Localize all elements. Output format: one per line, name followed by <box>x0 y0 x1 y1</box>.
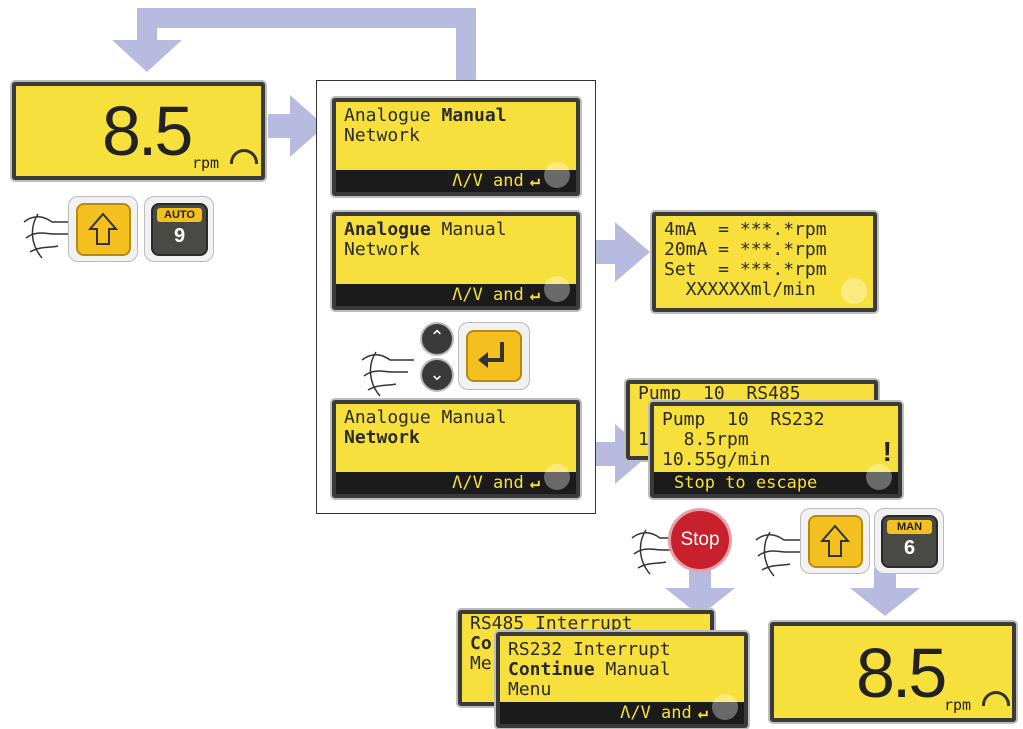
key-halo <box>544 162 570 188</box>
interrupt-nav-hint: Λ/V and <box>620 703 692 723</box>
speed-unit: rpm <box>944 696 972 714</box>
key-halo <box>866 464 892 490</box>
interrupt-continue-selected: Continue <box>508 659 595 680</box>
auto-key-number: 9 <box>173 225 186 247</box>
analogue-settings-screen: 4mA = ***.*rpm 20mA = ***.*rpm Set = ***… <box>652 212 877 312</box>
hand-icon <box>361 351 414 397</box>
menu-nav-hint: Λ/V and <box>452 171 524 191</box>
speed-value: 8.5 <box>856 634 947 712</box>
interrupt-nav-bar: Λ/V and↵ <box>500 702 744 724</box>
network-flow-line: 10.55g/min <box>662 449 771 470</box>
menu-nav-bar: Λ/V and↵ <box>336 170 576 192</box>
up-key-frame <box>68 196 138 262</box>
speed-unit: rpm <box>192 154 220 172</box>
menu-option-network: Network <box>344 125 420 146</box>
key-halo <box>712 694 738 720</box>
stop-key[interactable]: Stop <box>668 508 732 572</box>
hand-icon <box>631 529 684 575</box>
menu-option-manual: Manual <box>430 219 507 240</box>
interrupt-manual-option: Manual <box>594 659 671 680</box>
interrupt-screen-rs232: RS232 Interrupt Continue Manual Menu Λ/V… <box>496 632 748 728</box>
up-key[interactable] <box>76 203 131 256</box>
enter-key[interactable] <box>466 330 522 382</box>
man-key-frame: MAN 6 <box>874 508 944 574</box>
up-arrow-icon <box>87 212 119 245</box>
interrupt-menu-option: Menu <box>508 679 552 700</box>
enter-icon <box>478 342 504 368</box>
enter-icon: ↵ <box>529 473 540 493</box>
menu-nav-hint: Λ/V and <box>452 285 524 305</box>
menu-manual-selected: Analogue Manual Network Λ/V and↵ <box>332 98 580 196</box>
menu-option-network: Network <box>344 239 420 260</box>
rotation-icon <box>230 149 258 164</box>
speed-display-top: 8.5 rpm <box>12 82 265 180</box>
alert-icon: ! <box>882 436 892 467</box>
analogue-20ma-line: 20mA = ***.*rpm <box>664 239 827 260</box>
network-rs232-line: Pump 10 RS232 <box>662 409 825 430</box>
menu-nav-hint: Λ/V and <box>452 473 524 493</box>
man-key[interactable]: MAN 6 <box>881 515 938 568</box>
auto-key-frame: AUTO 9 <box>144 196 214 262</box>
network-rs485-line: Pump 10 RS485 <box>638 383 801 404</box>
speed-value: 8.5 <box>102 92 193 170</box>
rotation-icon <box>982 691 1010 706</box>
network-screen-rs232: Pump 10 RS232 8.5rpm 10.55g/min Stop to … <box>650 402 902 498</box>
menu-options-row: Analogue Manual <box>344 407 507 428</box>
interrupt-rs485-continue: Co <box>470 633 492 654</box>
key-halo <box>544 276 570 302</box>
interrupt-rs485-menu: Me <box>470 653 492 674</box>
menu-nav-bar: Λ/V and↵ <box>336 472 576 494</box>
menu-network-selected: Analogue Manual Network Λ/V and↵ <box>332 400 580 498</box>
network-escape-hint: Stop to escape <box>674 473 818 493</box>
interrupt-rs485-line: RS485 Interrupt <box>470 613 633 634</box>
up-down-keys[interactable]: ⌃ ⌄ <box>420 322 456 394</box>
network-rs485-peek: 1 <box>638 429 649 450</box>
menu-analogue-selected: Analogue Manual Network Λ/V and↵ <box>332 212 580 310</box>
man-key-label: MAN <box>887 520 932 534</box>
up-key[interactable] <box>808 515 863 568</box>
auto-key-label: AUTO <box>157 208 202 222</box>
interrupt-rs232-line: RS232 Interrupt <box>508 639 671 660</box>
speed-display-bottom: 8.5 rpm <box>770 622 1016 722</box>
up-arrow-icon <box>819 524 851 557</box>
down-key-round[interactable]: ⌄ <box>420 358 454 392</box>
analogue-set-line: Set = ***.*rpm <box>664 259 827 280</box>
man-key-number: 6 <box>903 537 916 559</box>
hand-icon <box>755 531 808 577</box>
auto-key[interactable]: AUTO 9 <box>151 203 208 256</box>
key-halo <box>841 278 867 304</box>
menu-option-network-selected: Network <box>344 427 420 448</box>
key-halo <box>544 464 570 490</box>
menu-option-manual-selected: Manual <box>441 105 507 126</box>
menu-nav-bar: Λ/V and↵ <box>336 284 576 306</box>
network-speed-line: 8.5rpm <box>662 429 749 450</box>
up-key-frame <box>800 508 870 574</box>
enter-icon: ↵ <box>697 703 708 723</box>
enter-icon: ↵ <box>529 171 540 191</box>
enter-key-frame <box>458 322 530 390</box>
enter-icon: ↵ <box>529 285 540 305</box>
network-escape-bar: Stop to escape <box>654 472 898 494</box>
analogue-flow-line: XXXXXXml/min <box>664 279 816 300</box>
up-key-round[interactable]: ⌃ <box>420 322 454 356</box>
menu-option-analogue: Analogue <box>344 105 442 126</box>
hand-icon <box>23 213 76 259</box>
analogue-4ma-line: 4mA = ***.*rpm <box>664 219 827 240</box>
menu-option-analogue-selected: Analogue <box>344 219 431 240</box>
